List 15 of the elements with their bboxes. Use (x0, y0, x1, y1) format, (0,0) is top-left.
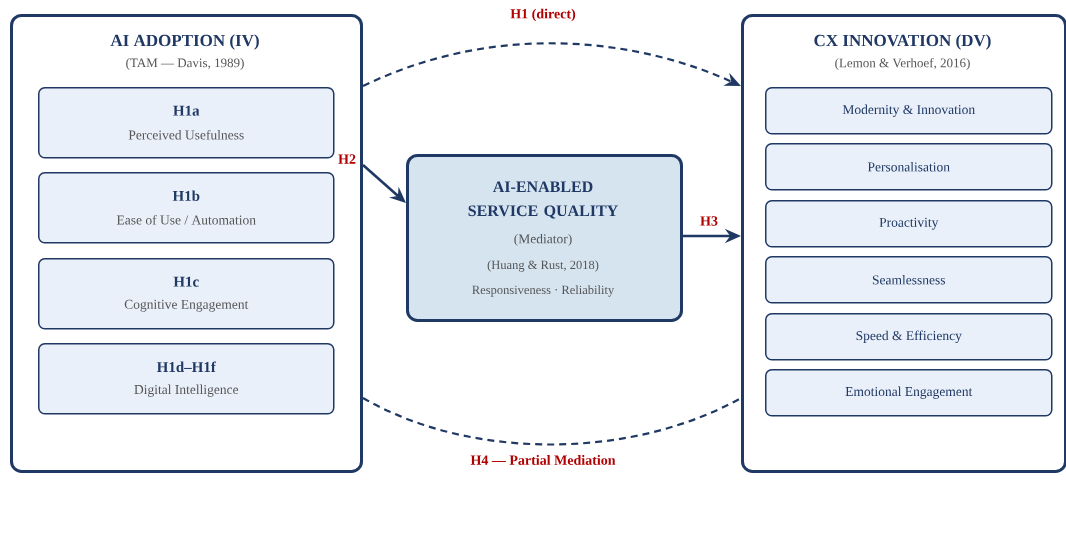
construct-box: Proactivity (765, 200, 1053, 248)
construct-box: H1c Cognitive Engagement (38, 258, 335, 330)
construct-box: Seamlessness (765, 256, 1053, 304)
construct-box: Emotional Engagement (765, 369, 1053, 417)
construct-box: H1a Perceived Usefulness (38, 87, 335, 159)
edge-label: H1 (direct) (509, 7, 577, 23)
construct-box: Modernity & Innovation (765, 87, 1053, 135)
construct-box: Personalisation (765, 143, 1053, 191)
edge-label: H2 (337, 153, 357, 165)
edge-label: H4 — Partial Mediation (469, 454, 617, 466)
construct-box: Speed & Efficiency (765, 313, 1053, 361)
edge-label: H3 (699, 215, 719, 227)
construct-box: H1b Ease of Use / Automation (38, 172, 335, 244)
mediator-box: AI-ENABLED SERVICE QUALITY (Mediator) (Huang & Rust, 2018) Responsiveness · Reliability (406, 154, 683, 322)
construct-box: H1d–H1f Digital Intelligence (38, 343, 335, 415)
